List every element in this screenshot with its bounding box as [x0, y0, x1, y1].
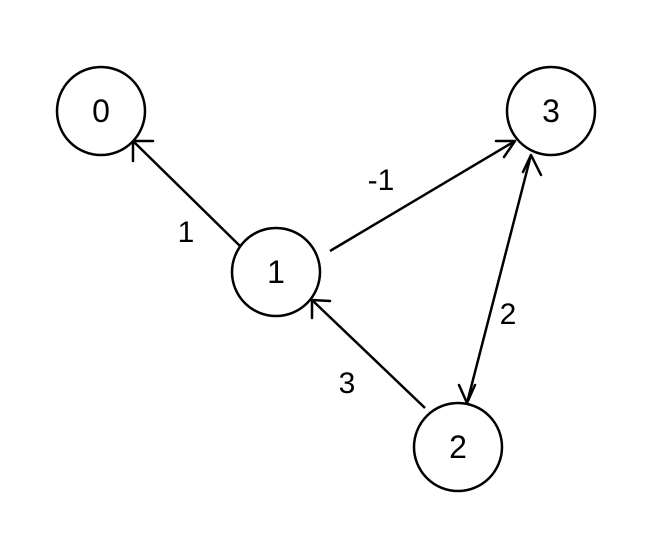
node-3: 3: [505, 65, 597, 157]
edge-1-to-3-line: [329, 139, 516, 253]
edge-2-to-3: 2: [457, 153, 543, 405]
edge-2-to-3-line: [465, 154, 533, 404]
edge-2-to-3-arrowhead-bottom: [457, 383, 477, 405]
edge-1-to-3: -1: [329, 139, 517, 253]
node-2-circle: [412, 401, 504, 493]
edge-2-to-3-weight: 2: [500, 298, 517, 331]
node-0-label: 0: [92, 93, 110, 129]
node-3-circle: [505, 65, 597, 157]
edge-1-to-0-weight: 1: [178, 216, 195, 249]
node-3-label: 3: [542, 93, 560, 129]
node-2: 2: [412, 401, 504, 493]
edge-2-to-1: 3: [310, 298, 426, 409]
edge-2-to-3-arrowhead-top: [521, 153, 543, 177]
edge-2-to-1-line: [311, 299, 426, 409]
edge-1-to-0: 1: [131, 139, 241, 249]
edge-2-to-1-arrowhead: [310, 298, 332, 320]
edge-1-to-3-arrowhead: [494, 139, 517, 159]
node-0: 0: [55, 65, 147, 157]
edge-1-to-0-line: [132, 140, 241, 247]
edge-2-to-1-weight: 3: [339, 367, 356, 400]
node-1-label: 1: [267, 254, 285, 290]
node-1-circle: [230, 226, 322, 318]
node-0-circle: [55, 65, 147, 157]
node-2-label: 2: [449, 429, 467, 465]
edge-1-to-3-weight: -1: [368, 164, 395, 197]
node-1: 1: [230, 226, 322, 318]
